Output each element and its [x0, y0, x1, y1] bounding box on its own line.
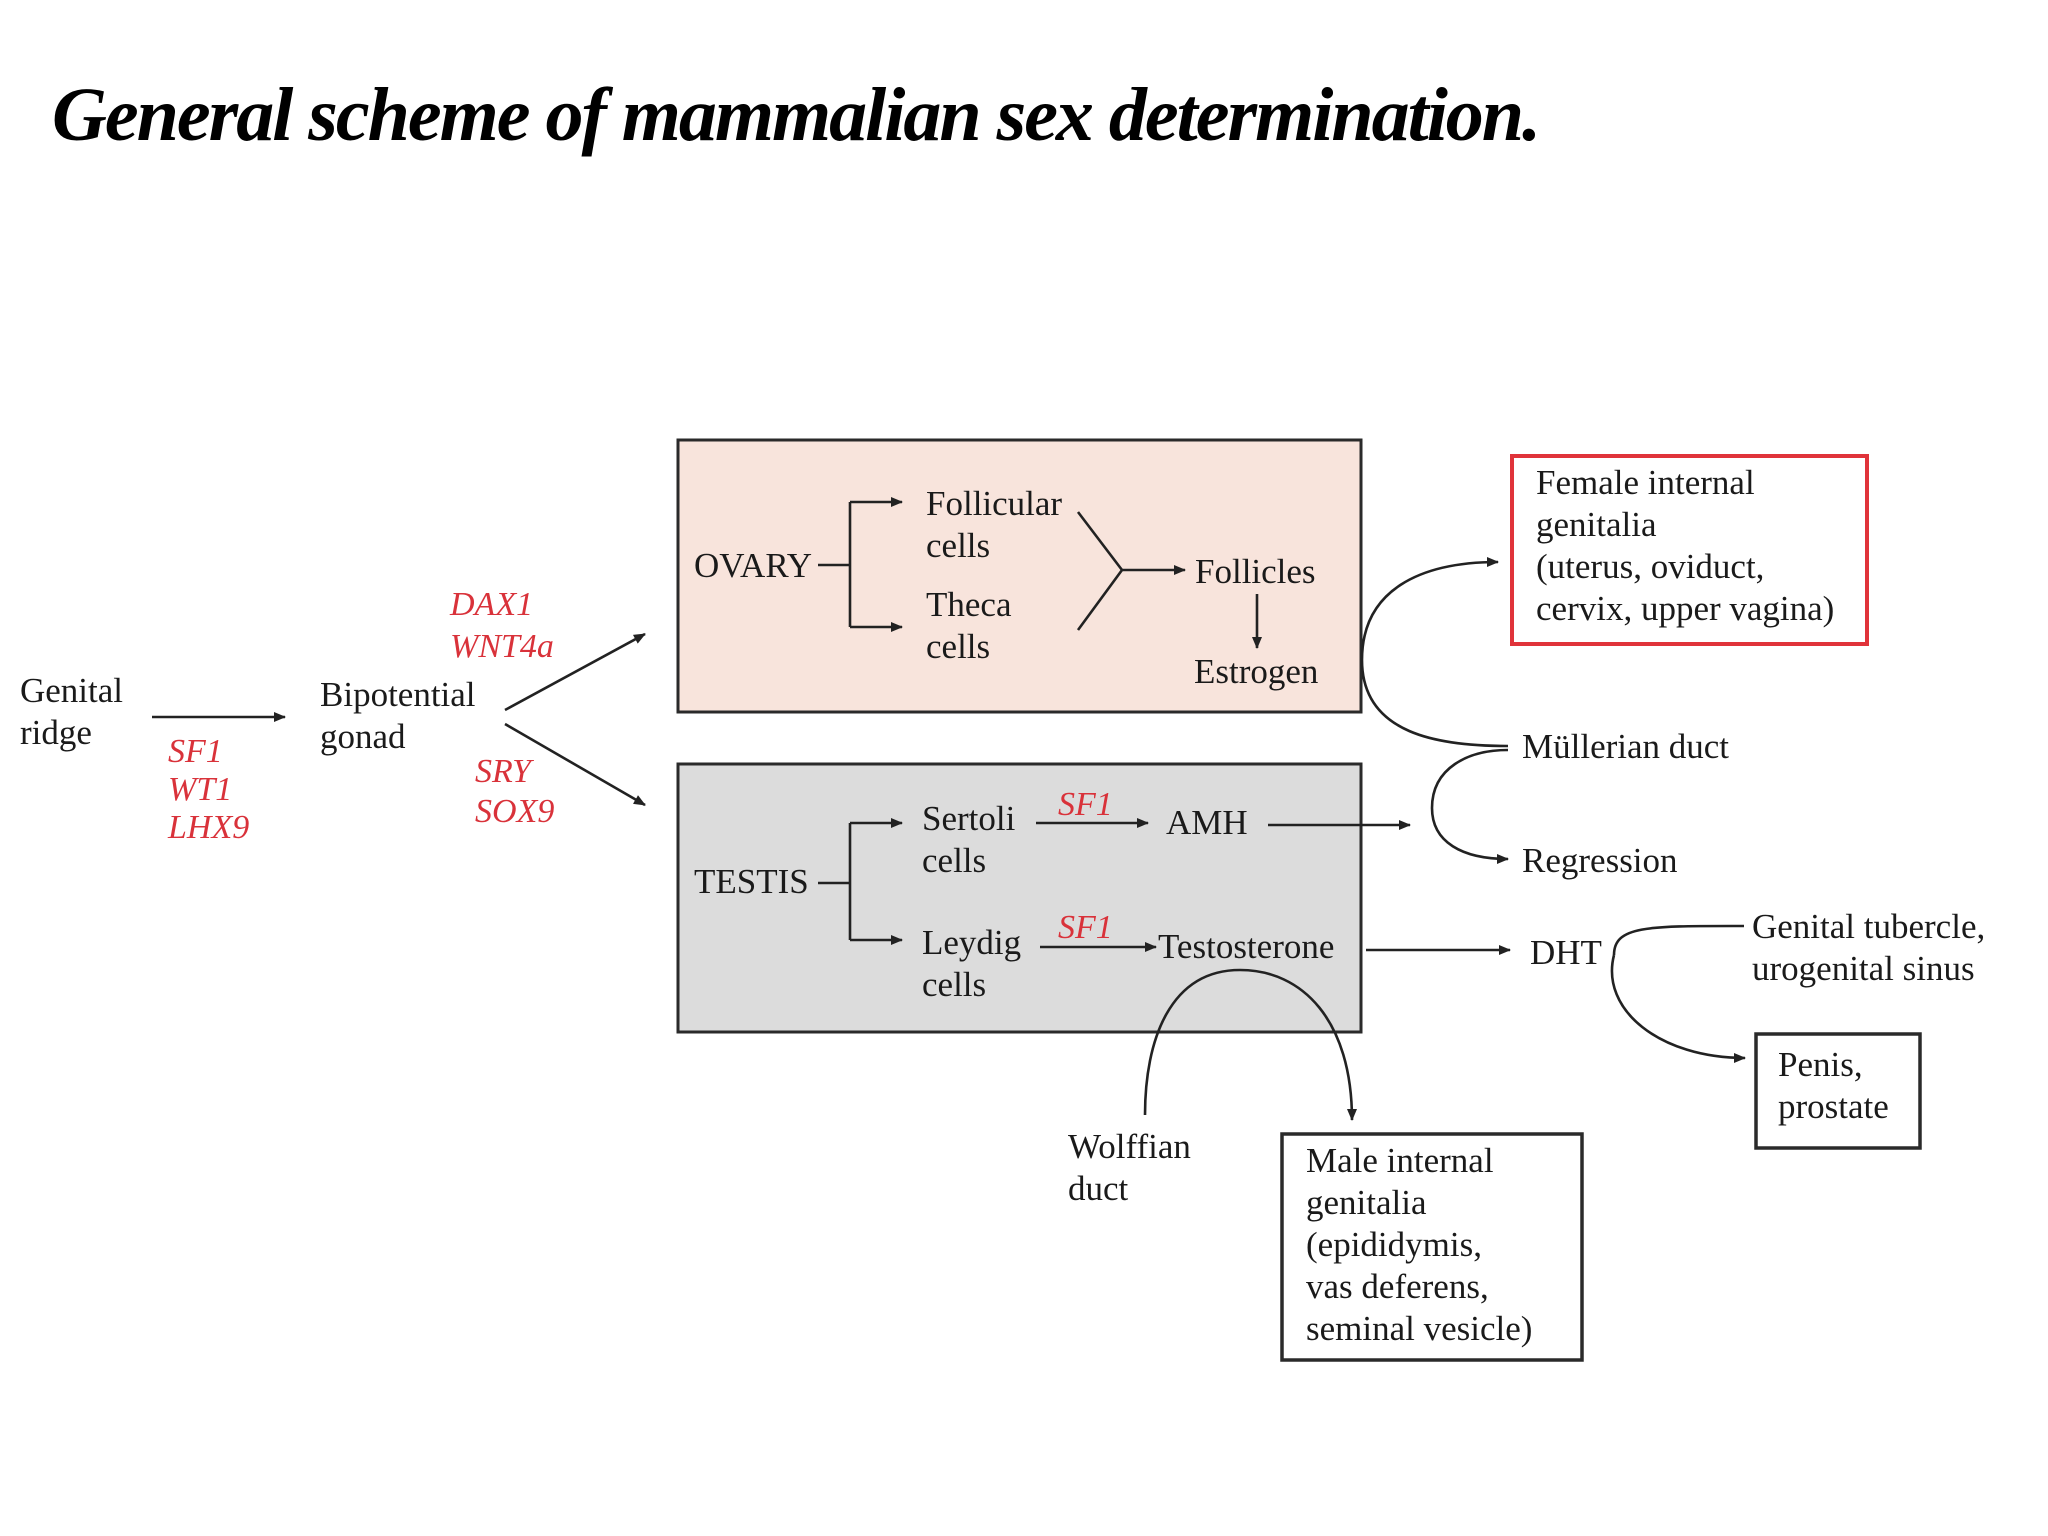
amh-label: AMH [1166, 803, 1248, 842]
follicular-cells-label: Follicular cells [926, 484, 1071, 565]
gene-wt1: WT1 [168, 771, 232, 808]
theca-cells-label: Theca cells [926, 585, 1020, 666]
male-internal-genitalia-label: Male internal genitalia (epididymis, vas… [1306, 1141, 1532, 1348]
dht-to-penis-curve [1610, 954, 1746, 1063]
gene-sry: SRY [475, 753, 534, 790]
male-internal-box [1280, 1132, 1584, 1362]
wolffian-to-male-curve [1143, 968, 1357, 1121]
slide-title: General scheme of mammalian sex determin… [52, 73, 1541, 157]
regression-label: Regression [1522, 841, 1678, 880]
gene-lhx9: LHX9 [167, 809, 249, 846]
genital-ridge-label: Genital ridge [20, 671, 132, 752]
sertoli-cells-label: Sertoli cells [922, 799, 1024, 880]
testis-box [676, 762, 1363, 1034]
mullerian-to-female-curve [1360, 557, 1509, 748]
gene-sf1-sertoli: SF1 [1058, 786, 1113, 823]
gene-dax1: DAX1 [449, 586, 533, 623]
gene-sox9: SOX9 [475, 793, 554, 830]
arrow-gonad-to-testis [504, 722, 646, 807]
testis-bracket [818, 823, 852, 940]
penis-prostate-box [1754, 1032, 1922, 1150]
arrow-gonad-to-ovary [504, 632, 646, 712]
penis-prostate-label: Penis, prostate [1778, 1045, 1889, 1126]
mullerian-duct-label: Müllerian duct [1522, 727, 1729, 766]
mullerian-to-regression-curve [1430, 748, 1509, 864]
bipotential-gonad-label: Bipotential gonad [320, 675, 484, 756]
ovary-label: OVARY [694, 546, 812, 585]
follicles-label: Follicles [1195, 552, 1316, 591]
estrogen-label: Estrogen [1194, 652, 1318, 691]
leydig-cells-label: Leydig cells [922, 923, 1030, 1004]
genital-tubercle-label: Genital tubercle, urogenital sinus [1752, 907, 1994, 988]
testosterone-label: Testosterone [1158, 927, 1334, 966]
dht-to-genital-tubercle-curve [1612, 924, 1745, 956]
female-internal-box [1510, 454, 1869, 646]
female-internal-genitalia-label: Female internal genitalia (uterus, ovidu… [1536, 463, 1834, 628]
ovary-bracket [818, 502, 852, 627]
gene-wnt4a: WNT4a [450, 628, 554, 665]
gene-sf1-ridge: SF1 [168, 733, 223, 770]
testis-label: TESTIS [694, 862, 809, 901]
gene-sf1-leydig: SF1 [1058, 909, 1113, 946]
wolffian-duct-label: Wolffian duct [1068, 1127, 1200, 1208]
ovary-box [676, 438, 1363, 714]
dht-label: DHT [1530, 933, 1602, 972]
